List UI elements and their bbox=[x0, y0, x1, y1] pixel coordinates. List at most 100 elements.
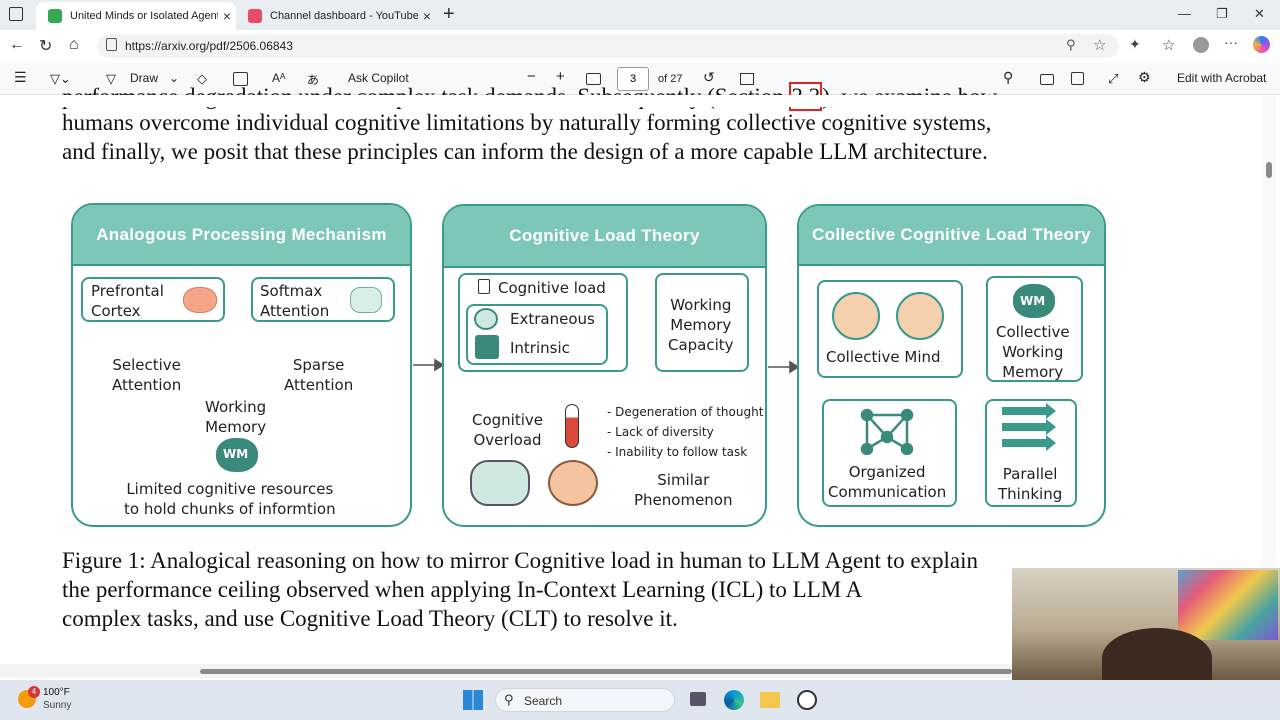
erase-icon[interactable]: ◇ bbox=[197, 71, 207, 86]
panel-analogous-processing: Analogous Processing Mechanism bbox=[71, 203, 412, 527]
weather-condition: Sunny bbox=[43, 700, 72, 711]
notification-badge: 4 bbox=[28, 686, 40, 698]
sad-person-icon bbox=[548, 460, 598, 506]
draw-dropdown-icon[interactable]: ⌄ bbox=[169, 71, 180, 85]
thermometer-icon bbox=[565, 404, 579, 448]
new-tab-button[interactable]: + bbox=[443, 3, 455, 25]
edge-icon[interactable] bbox=[724, 690, 744, 710]
tab-title: Channel dashboard - YouTube Stu bbox=[270, 10, 418, 22]
profile-avatar[interactable] bbox=[1193, 37, 1209, 53]
search-icon[interactable]: ⚲ bbox=[1003, 69, 1014, 85]
prefrontal-cortex-label: Prefrontal Cortex bbox=[91, 282, 164, 320]
contents-icon[interactable]: ☰ bbox=[14, 69, 27, 85]
address-bar[interactable] bbox=[97, 34, 1119, 58]
url-text: https://arxiv.org/pdf/2506.06843 bbox=[125, 39, 293, 53]
puzzle-icon bbox=[475, 335, 499, 359]
page-total: of 27 bbox=[658, 73, 683, 85]
caption-line-2: the performance ceiling observed when ap… bbox=[62, 577, 863, 602]
tab-title: United Minds or Isolated Agents? bbox=[70, 10, 218, 22]
close-tab-icon[interactable]: × bbox=[222, 8, 232, 24]
body-line-3: and finally, we posit that these princip… bbox=[62, 139, 988, 164]
maximize-button[interactable]: ❐ bbox=[1216, 6, 1228, 21]
copilot-icon[interactable] bbox=[1253, 36, 1270, 53]
panel-title: Collective Cognitive Load Theory bbox=[799, 206, 1104, 266]
fullscreen-icon[interactable]: ⤢ bbox=[1108, 71, 1119, 86]
sparse-attention-label: Sparse Attention bbox=[284, 356, 354, 394]
fit-page-icon[interactable] bbox=[586, 73, 601, 85]
weather-temp: 100°F bbox=[43, 687, 70, 698]
overload-bullet: - Inability to follow task bbox=[607, 445, 748, 459]
network-icon bbox=[860, 408, 914, 455]
draw-icon[interactable]: ▽ bbox=[106, 71, 116, 86]
vertical-scrollbar[interactable] bbox=[1262, 96, 1276, 666]
zoom-in-button[interactable]: + bbox=[556, 68, 565, 85]
extensions-icon[interactable]: ✦ bbox=[1129, 36, 1141, 52]
print-icon[interactable] bbox=[1040, 74, 1054, 85]
organized-communication-box bbox=[822, 399, 957, 507]
horizontal-scroll-thumb[interactable] bbox=[200, 669, 1012, 674]
wm-brain-icon bbox=[216, 438, 258, 472]
read-aloud-icon[interactable]: Aᴬ bbox=[272, 71, 286, 85]
selective-attention-label: Selective Attention bbox=[112, 356, 182, 394]
site-info-icon[interactable] bbox=[106, 38, 117, 51]
rotate-icon[interactable]: ↺ bbox=[703, 69, 715, 85]
wm-label: WM bbox=[1020, 294, 1046, 308]
vertical-scroll-thumb[interactable] bbox=[1266, 162, 1272, 178]
arxiv-favicon-icon bbox=[48, 9, 62, 23]
parallel-arrows-icon bbox=[1002, 403, 1056, 451]
overload-bullet: - Lack of diversity bbox=[607, 425, 714, 439]
favorites-icon[interactable]: ☆ bbox=[1162, 37, 1176, 54]
translate-icon[interactable]: あ bbox=[307, 73, 320, 87]
tangle-icon bbox=[474, 308, 498, 330]
working-memory-capacity-box bbox=[655, 273, 749, 372]
caption-line-3: complex tasks, and use Cognitive Load Th… bbox=[62, 606, 678, 631]
zoom-icon[interactable]: ⚲ bbox=[1066, 37, 1076, 52]
task-view-icon[interactable] bbox=[690, 692, 706, 706]
confused-robot-icon bbox=[470, 460, 530, 506]
presenter bbox=[1102, 628, 1212, 680]
obs-icon[interactable] bbox=[797, 690, 817, 710]
cognitive-overload-label: Cognitive Overload bbox=[472, 411, 544, 449]
settings-icon[interactable]: ⚙ bbox=[1138, 69, 1151, 85]
person-icon bbox=[896, 292, 944, 340]
extraneous-label: Extraneous bbox=[510, 310, 595, 328]
close-window-button[interactable]: ✕ bbox=[1254, 6, 1265, 21]
tab-united-minds[interactable]: United Minds or Isolated Agents? × bbox=[36, 2, 236, 30]
text-icon[interactable] bbox=[233, 72, 248, 86]
taskbar-search-box[interactable] bbox=[495, 688, 675, 712]
brain-icon bbox=[183, 287, 217, 313]
edit-with-acrobat-button[interactable]: Edit with Acrobat bbox=[1177, 71, 1267, 85]
body-line-2: humans overcome individual cognitive lim… bbox=[62, 110, 992, 135]
minimize-button[interactable]: — bbox=[1178, 6, 1191, 21]
ask-copilot-button[interactable]: Ask Copilot bbox=[348, 71, 409, 85]
draw-button[interactable]: Draw bbox=[130, 71, 159, 85]
page-number-input[interactable]: 3 bbox=[617, 67, 649, 91]
search-icon: ⚲ bbox=[504, 692, 514, 707]
robot-icon bbox=[350, 287, 382, 313]
working-memory-label: Working Memory bbox=[205, 398, 267, 436]
more-options-icon[interactable]: ··· bbox=[1224, 34, 1238, 50]
refresh-icon[interactable]: ↻ bbox=[39, 38, 53, 55]
caption-line-1: Figure 1: Analogical reasoning on how to… bbox=[62, 548, 979, 573]
parallel-thinking-label: Parallel Thinking bbox=[998, 465, 1063, 503]
file-explorer-icon[interactable] bbox=[760, 692, 780, 708]
zoom-out-button[interactable]: − bbox=[527, 68, 536, 85]
save-icon[interactable] bbox=[1071, 72, 1084, 85]
page-view-icon[interactable] bbox=[740, 73, 754, 85]
home-icon[interactable]: ⌂ bbox=[69, 36, 79, 53]
tab-youtube-studio[interactable]: Channel dashboard - YouTube Stu × bbox=[236, 2, 436, 30]
windows-start-icon[interactable] bbox=[463, 690, 483, 710]
document-icon bbox=[478, 279, 490, 294]
parallel-thinking-box bbox=[985, 399, 1077, 507]
favorite-star-icon[interactable]: ☆ bbox=[1093, 37, 1107, 54]
limited-resources-label: Limited cognitive resources to hold chun… bbox=[124, 480, 336, 518]
highlight-icon[interactable]: ▽⌄ bbox=[50, 71, 71, 86]
back-icon[interactable]: ← bbox=[9, 36, 25, 53]
tab-actions-icon[interactable] bbox=[9, 7, 23, 21]
working-memory-capacity-label: Working Memory Capacity bbox=[668, 296, 734, 354]
collective-working-memory-label: Collective Working Memory bbox=[996, 323, 1070, 381]
collective-mind-label: Collective Mind bbox=[826, 348, 941, 366]
close-tab-icon[interactable]: × bbox=[422, 8, 432, 24]
stained-glass-window bbox=[1178, 570, 1278, 640]
toolbar-shadow bbox=[0, 95, 1262, 107]
